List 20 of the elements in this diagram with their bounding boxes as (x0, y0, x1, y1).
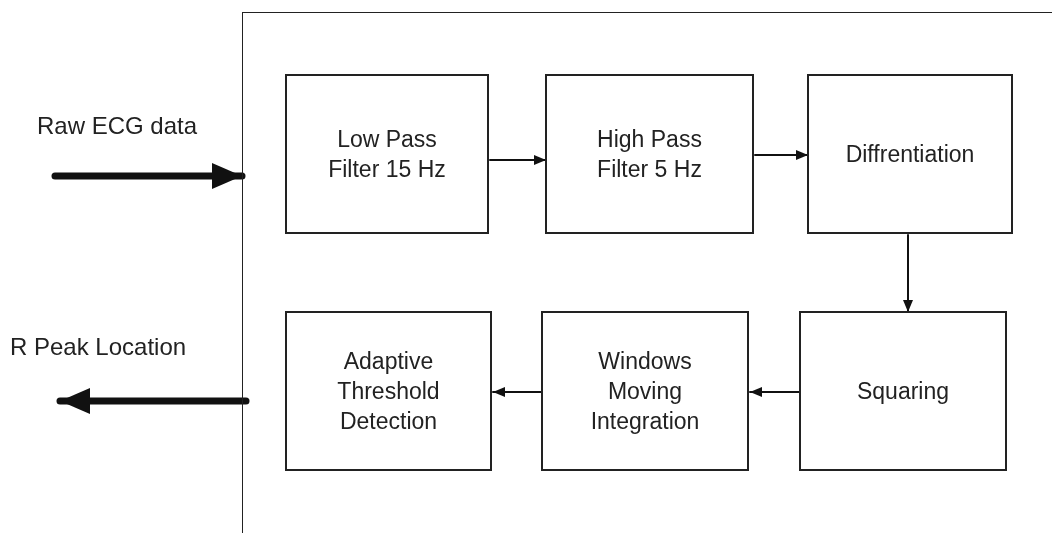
arrow (903, 234, 913, 313)
box-label: Adaptive Threshold Detection (336, 347, 441, 436)
process-box (541, 311, 749, 471)
arrow (754, 150, 809, 160)
process-box (285, 311, 492, 471)
box-label: Diffrentiation (845, 140, 975, 169)
thick-arrow (51, 163, 246, 189)
box-label: Windows Moving Integration (589, 347, 701, 436)
arrow (489, 155, 547, 165)
box-label: Low Pass Filter 15 Hz (327, 125, 447, 184)
box-label: High Pass Filter 5 Hz (596, 125, 703, 184)
box-label: Squaring (856, 377, 950, 406)
thick-arrow (56, 388, 250, 414)
arrow (749, 387, 801, 397)
process-box (285, 74, 489, 234)
process-box (807, 74, 1013, 234)
arrow (492, 387, 543, 397)
process-box (799, 311, 1007, 471)
system-boundary (242, 12, 1052, 533)
process-box (545, 74, 754, 234)
